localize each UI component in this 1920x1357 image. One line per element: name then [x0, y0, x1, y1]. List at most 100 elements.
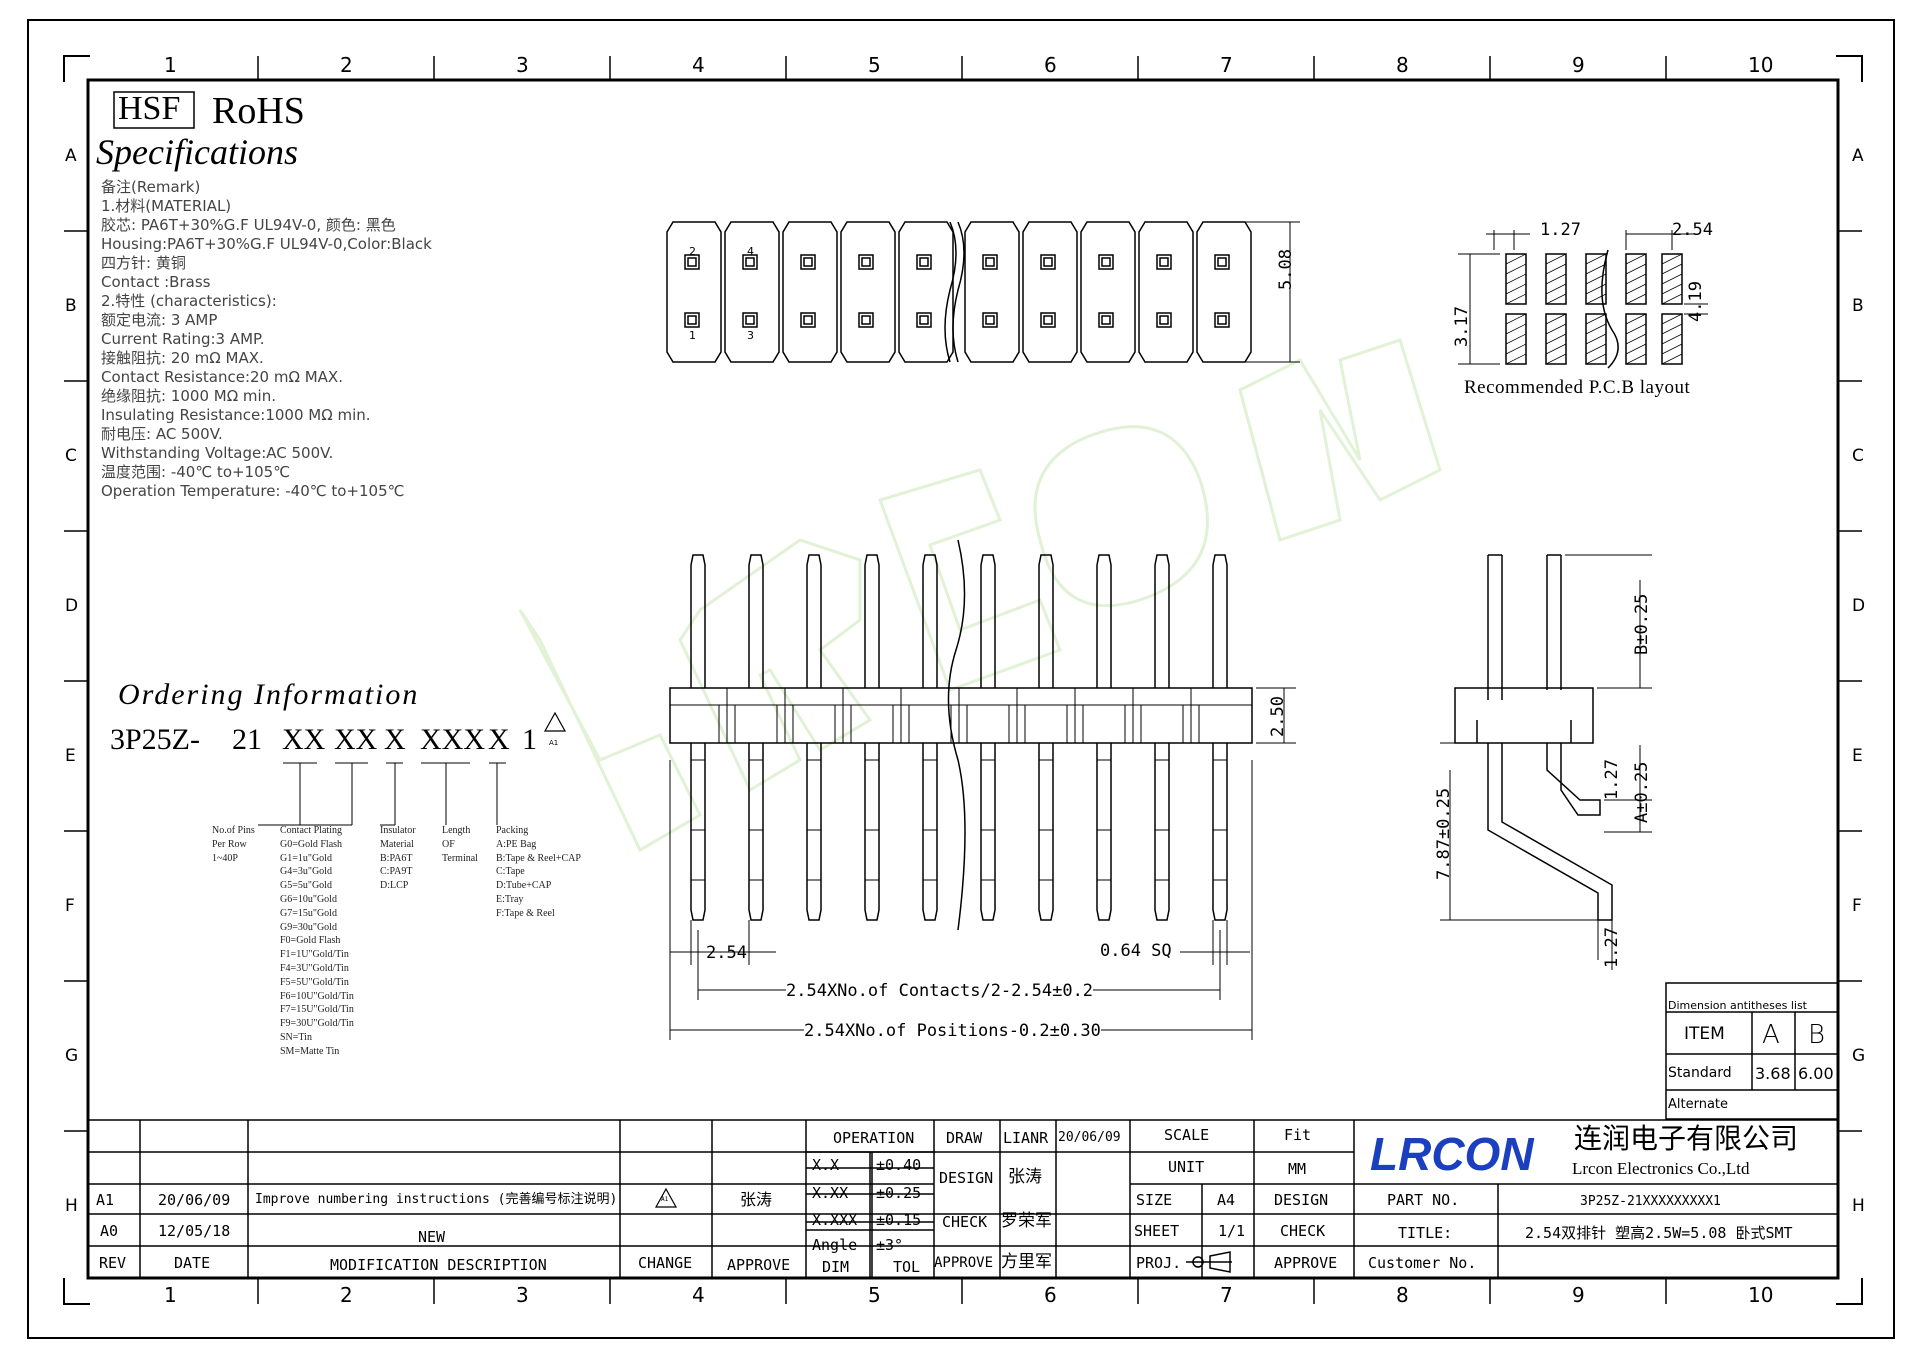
corner-marks — [63, 55, 1863, 1305]
tb-design-label: DESIGN — [939, 1169, 994, 1187]
tb-header-desc: MODIFICATION DESCRIPTION — [330, 1256, 547, 1274]
ordering-legend-line: B:PA6T — [380, 852, 413, 864]
tolerance-dim: Angle — [812, 1236, 858, 1254]
ordering-legend-line: B:Tape & Reel+CAP — [496, 852, 581, 864]
top-view-pad-inner — [1217, 257, 1227, 267]
spec-line: Contact :Brass — [101, 273, 211, 291]
tb-tol: TOL — [893, 1258, 921, 1276]
pcb-pad-hatch — [1545, 273, 1567, 285]
top-view-pad-inner — [861, 315, 871, 325]
front-dim-2-50: 2.50 — [1268, 696, 1288, 737]
top-view-break-line — [944, 221, 957, 363]
top-view-pad — [1040, 312, 1056, 328]
zone-row-label-left: F — [65, 896, 75, 916]
top-view-pad-inner — [745, 315, 755, 325]
front-dim-contacts: 2.54XNo.of Contacts/2-2.54±0.2 — [786, 981, 1094, 1001]
zone-row-label-right: H — [1852, 1196, 1865, 1216]
pcb-pad — [1585, 313, 1607, 365]
pcb-pad — [1661, 313, 1683, 365]
ordering-legend-line: G4=3u"Gold — [280, 866, 332, 878]
ordering-legend-line: Contact Plating — [280, 825, 342, 836]
ordering-legend-line: SN=Tin — [280, 1032, 312, 1043]
ordering-legend-line: Packing — [496, 825, 529, 836]
pcb-pad — [1505, 253, 1527, 305]
front-view-pin-upper — [748, 554, 764, 688]
tolerance-value: ±0.40 — [876, 1156, 922, 1174]
front-view-pin-upper — [1038, 554, 1054, 688]
tb-operation: OPERATION — [833, 1129, 915, 1147]
ordering-legend-line: G1=1u"Gold — [280, 852, 332, 864]
top-view-pin-label: 1 — [689, 329, 696, 342]
pcb-pad — [1661, 253, 1683, 305]
front-view-pin-upper — [980, 554, 996, 688]
side-dim-7-87: 7.87±0.25 — [1434, 787, 1454, 880]
spec-line: Operation Temperature: -40℃ to+105℃ — [101, 482, 405, 500]
top-view-pin-cell — [782, 221, 838, 363]
zone-row-label-left: D — [65, 596, 79, 616]
pcb-pad-hatch — [1505, 253, 1527, 265]
pcb-pad-hatch — [1585, 323, 1607, 335]
pcb-pad — [1585, 253, 1607, 305]
zone-row-label-left: A — [65, 146, 77, 166]
pcb-pad-hatch — [1625, 283, 1647, 295]
zone-col-label-top: 10 — [1748, 53, 1774, 77]
pcb-pad-hatch — [1661, 283, 1683, 295]
pcb-pad-hatch — [1505, 293, 1527, 305]
ordering-code-part: 3P25Z- — [110, 723, 200, 756]
pcb-pad-hatch — [1661, 263, 1683, 275]
pcb-pad-hatch — [1585, 283, 1607, 295]
tb-rev-a1: A1 — [96, 1191, 115, 1209]
pcb-pad-hatch — [1625, 273, 1647, 285]
zone-row-label-right: C — [1852, 446, 1864, 466]
top-view-pad — [982, 254, 998, 270]
ordering-legend-line: Terminal — [442, 852, 478, 864]
spec-line: 绝缘阻抗: 1000 MΩ min. — [101, 387, 276, 405]
spec-line: Housing:PA6T+30%G.F UL94V-0,Color:Black — [101, 235, 432, 253]
pcb-dim-pitch-small: 1.27 — [1540, 220, 1581, 240]
tb-desc-a0: NEW — [418, 1228, 446, 1246]
front-view-pin-lower — [864, 743, 880, 921]
side-dim-1-27b: 1.27 — [1602, 927, 1622, 968]
spec-line: Withstanding Voltage:AC 500V. — [101, 444, 334, 462]
pcb-pad-hatch — [1585, 343, 1607, 355]
ordering-legend-line: 1~40P — [212, 852, 238, 864]
pcb-pad — [1625, 313, 1647, 365]
pcb-pad — [1545, 313, 1567, 365]
front-view-break-line — [947, 539, 966, 931]
top-view-pad-inner — [985, 315, 995, 325]
zone-col-label-top: 7 — [1220, 53, 1233, 77]
zone-col-label-bottom: 6 — [1044, 1283, 1057, 1307]
tb-scale-label: SCALE — [1164, 1126, 1210, 1144]
pcb-dim-pitch: 2.54 — [1672, 220, 1713, 240]
ordering-underlines — [258, 762, 506, 826]
pcb-layout-drawing — [1458, 230, 1708, 369]
company-logo: LRCON — [1370, 1128, 1534, 1180]
tb-date-a1: 20/06/09 — [158, 1191, 231, 1209]
pcb-pad-hatch — [1585, 253, 1607, 265]
top-view-pad-inner — [745, 257, 755, 267]
tb-unit-label: UNIT — [1168, 1158, 1205, 1176]
pcb-pad-hatch — [1505, 273, 1527, 285]
ordering-legend-line: F7=15U"Gold/Tin — [280, 1004, 354, 1016]
tb-sheet-label: SHEET — [1134, 1222, 1180, 1240]
top-view-pad-inner — [919, 315, 929, 325]
ordering-code-part: XX — [282, 723, 326, 756]
pcb-pad-hatch — [1585, 313, 1607, 325]
front-view-pin-lower — [1096, 743, 1112, 921]
rohs-label: RoHS — [212, 90, 305, 132]
ordering-legend-line: Insulator — [380, 825, 416, 836]
pcb-pad-hatch — [1661, 343, 1683, 355]
ordering-legend-line: F0=Gold Flash — [280, 935, 341, 947]
tb-checker: 罗荣军 — [1001, 1211, 1052, 1231]
spec-line: 额定电流: 3 AMP — [101, 311, 218, 329]
top-view-pin-cell — [1022, 221, 1078, 363]
top-view-drawing — [666, 221, 1300, 363]
pcb-pad-hatch — [1625, 293, 1647, 305]
tb-check2: CHECK — [1280, 1222, 1326, 1240]
projection-symbol-icon — [1186, 1251, 1232, 1273]
pcb-pad — [1545, 253, 1567, 305]
top-view-pad — [1214, 254, 1230, 270]
top-view-pad — [684, 312, 700, 328]
tb-approve-a1: 张涛 — [740, 1190, 773, 1209]
ordering-legend-line: F6=10U"Gold/Tin — [280, 990, 354, 1002]
